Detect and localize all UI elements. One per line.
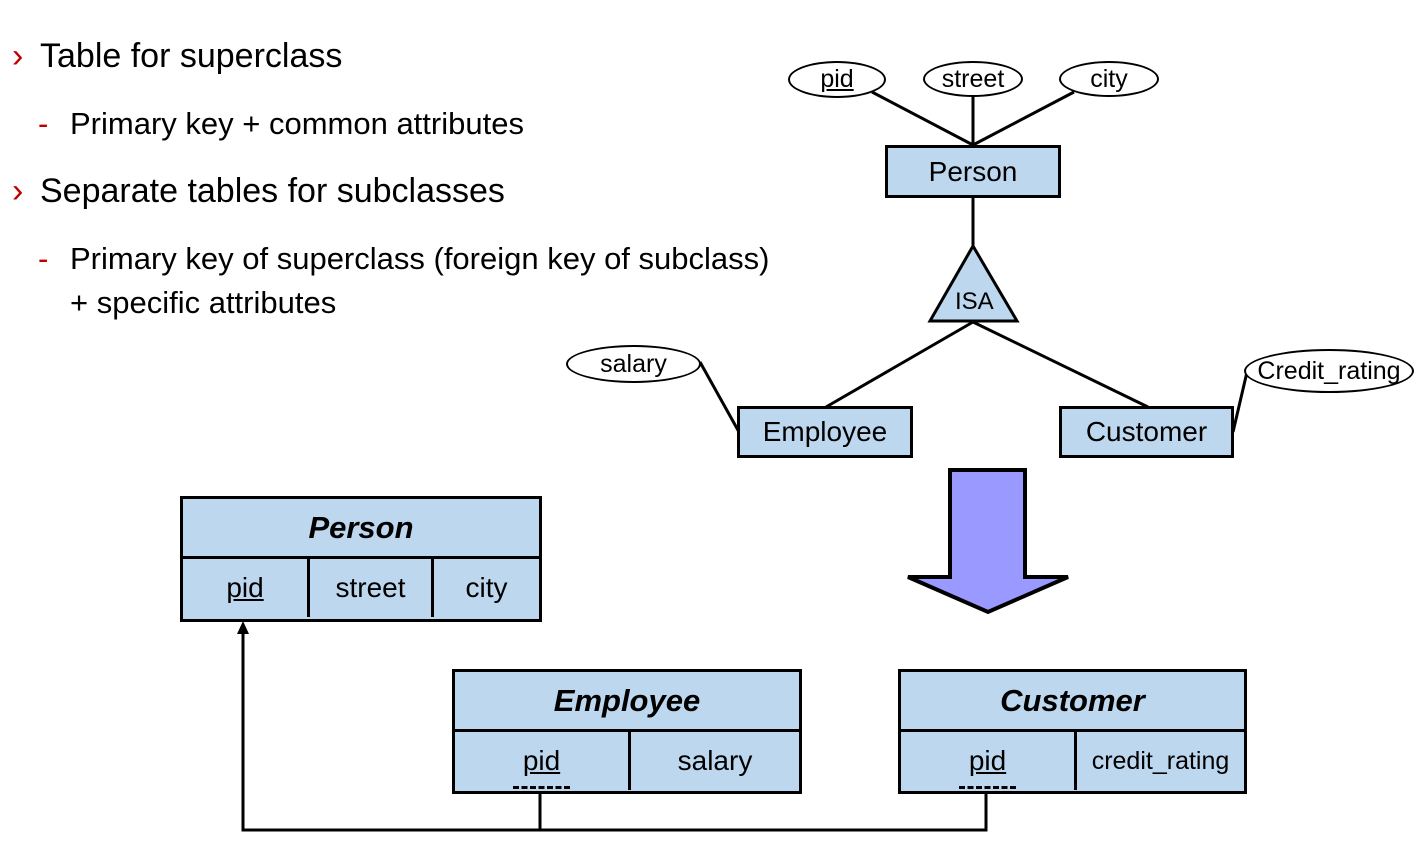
isa-label: ISA <box>955 288 994 315</box>
table-row: pid salary <box>455 732 799 790</box>
sub-bullet-marker: - <box>38 241 49 276</box>
pid-attr-line <box>871 90 974 147</box>
er-credit-rating-attribute: Credit_rating <box>1244 349 1414 393</box>
table-row: pid credit_rating <box>901 732 1244 790</box>
down-arrow <box>907 468 1069 615</box>
employee-table: Employee pid salary <box>452 669 802 794</box>
table-row: pid street city <box>183 559 539 617</box>
customer-table: Customer pid credit_rating <box>898 669 1247 794</box>
sub-bullet-continuation: + specific attributes <box>70 285 336 321</box>
person-city-cell: city <box>431 559 539 617</box>
isa-customer-line <box>972 320 1149 409</box>
er-customer-entity: Customer <box>1059 406 1234 458</box>
bullet-text: Separate tables for subclasses <box>40 172 505 210</box>
pid-label: pid <box>820 65 854 93</box>
er-person-entity: Person <box>885 145 1061 198</box>
bullet-marker: › <box>12 172 24 210</box>
isa-triangle <box>927 243 1020 323</box>
foreign-key-connector-customer <box>540 792 988 832</box>
foreign-key-connector <box>241 632 542 832</box>
foreign-key-arrowhead <box>237 621 249 634</box>
person-pid-cell: pid <box>183 559 307 617</box>
bullet-text: Table for superclass <box>40 37 343 75</box>
person-street-cell: street <box>307 559 431 617</box>
city-attr-line <box>972 90 1075 147</box>
sub-bullet-text: + specific attributes <box>70 285 337 320</box>
salary-attr-line <box>698 361 741 433</box>
person-table: Person pid street city <box>180 496 542 622</box>
sub-bullet-text: Primary key + common attributes <box>70 106 524 141</box>
bullet-marker: › <box>12 37 24 75</box>
isa-employee-line <box>825 320 974 409</box>
customer-credit-rating-cell: credit_rating <box>1074 732 1244 790</box>
pid-column: pid <box>226 572 264 603</box>
er-street-attribute: street <box>923 61 1023 97</box>
sub-bullet-marker: - <box>38 106 49 141</box>
credit-rating-attr-line <box>1231 371 1249 433</box>
er-employee-entity: Employee <box>737 406 913 458</box>
pid-foreign-key: pid <box>958 745 1017 789</box>
employee-table-title: Employee <box>455 672 799 732</box>
sub-bullet-text: Primary key of superclass (foreign key o… <box>70 241 770 276</box>
sub-bullet-subclasses: - Primary key of superclass (foreign key… <box>38 241 770 277</box>
er-pid-attribute: pid <box>788 61 886 98</box>
bullet-subclasses: › Separate tables for subclasses <box>12 172 505 211</box>
pid-foreign-key: pid <box>512 745 571 789</box>
er-salary-attribute: salary <box>566 345 701 383</box>
employee-salary-cell: salary <box>628 732 799 790</box>
customer-pid-cell: pid <box>901 732 1074 790</box>
sub-bullet-superclass: - Primary key + common attributes <box>38 106 524 142</box>
person-table-title: Person <box>183 499 539 559</box>
er-city-attribute: city <box>1059 61 1159 97</box>
bullet-superclass: › Table for superclass <box>12 37 343 76</box>
employee-pid-cell: pid <box>455 732 628 790</box>
customer-table-title: Customer <box>901 672 1244 732</box>
